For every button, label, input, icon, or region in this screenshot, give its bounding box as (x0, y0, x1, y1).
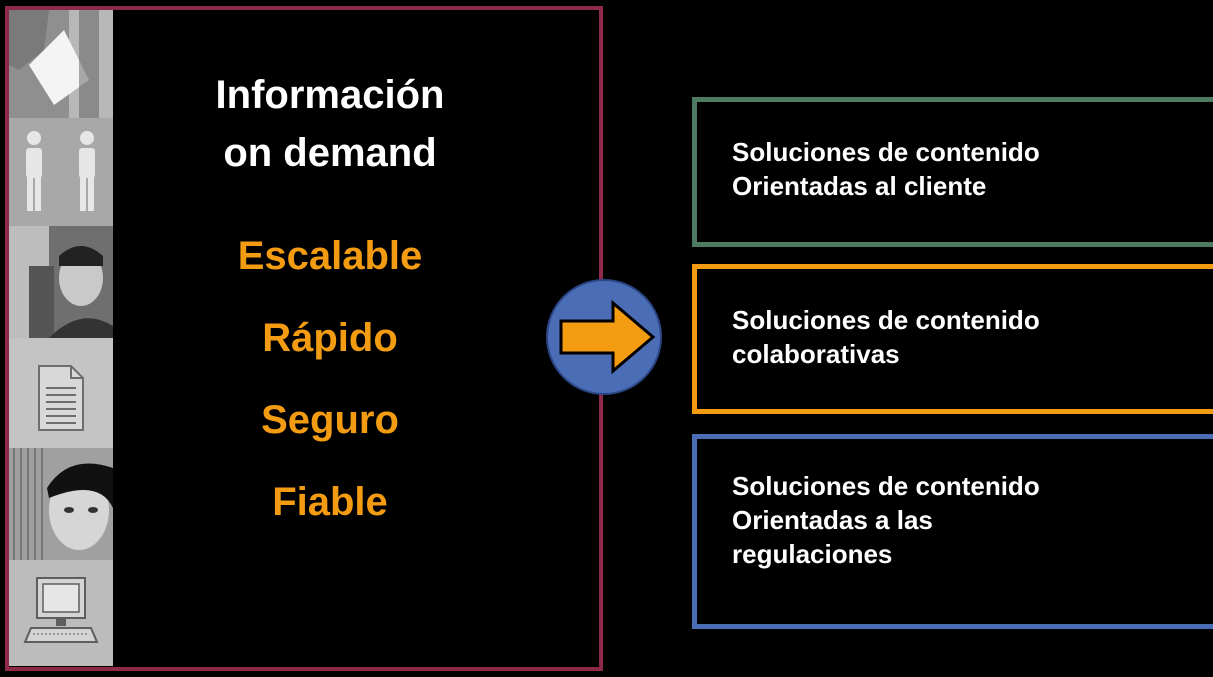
solution-text: Soluciones de contenido (732, 137, 1040, 167)
computer-icon (9, 560, 113, 666)
smiling-man-photo (9, 226, 113, 338)
heading-line: Información (215, 73, 445, 117)
heading-line: on demand (223, 131, 437, 175)
feature-item: Rápido (262, 316, 398, 360)
panel-heading: Información on demand (120, 66, 540, 182)
solution-text: Orientadas al cliente (732, 171, 987, 201)
solution-box-regulations: Soluciones de contenido Orientadas a las… (692, 434, 1213, 629)
people-icon (9, 118, 113, 226)
solution-text: Soluciones de contenido (732, 471, 1040, 501)
woman-face-photo (9, 448, 113, 560)
feature-item: Escalable (237, 234, 423, 278)
document-holding-photo (9, 10, 113, 118)
arrow-right-icon (545, 278, 663, 396)
feature-item: Fiable (272, 480, 388, 524)
image-strip (9, 10, 113, 666)
solution-text: regulaciones (732, 539, 893, 569)
solution-text: Orientadas a las (732, 505, 933, 535)
solution-box-customer: Soluciones de contenido Orientadas al cl… (692, 97, 1213, 247)
feature-list: Escalable Rápido Seguro Fiable (120, 222, 540, 550)
solution-box-collaborative: Soluciones de contenido colaborativas (692, 264, 1213, 414)
solution-text: colaborativas (732, 339, 900, 369)
feature-item: Seguro (261, 398, 399, 442)
solution-text: Soluciones de contenido (732, 305, 1040, 335)
document-icon (9, 338, 113, 448)
